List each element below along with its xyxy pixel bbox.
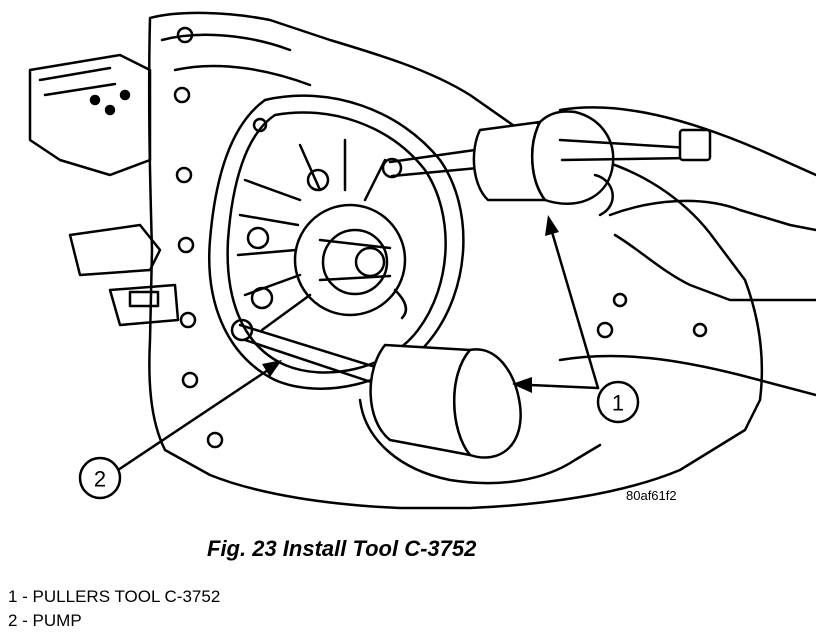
pump-installation-illustration: 1 2 bbox=[28, 11, 816, 510]
callout-2-arrowhead bbox=[262, 360, 282, 377]
puller-bolt-upper bbox=[381, 148, 480, 179]
legend-item-2: 2 - PUMP bbox=[8, 611, 82, 630]
callout-1-leaders bbox=[528, 230, 600, 390]
puller-bolt-lower bbox=[230, 318, 387, 387]
callout-1-arrowhead-upper bbox=[545, 215, 559, 236]
callout-1-number: 1 bbox=[612, 391, 624, 416]
callout-2-leader bbox=[116, 368, 270, 472]
puller-tool-upper bbox=[472, 110, 712, 217]
transmission-case bbox=[147, 11, 764, 510]
technician-hands bbox=[358, 106, 816, 485]
figure-caption: Fig. 23 Install Tool C-3752 bbox=[207, 536, 477, 561]
legend-item-1: 1 - PULLERS TOOL C-3752 bbox=[8, 587, 221, 606]
callout-1: 1 bbox=[596, 380, 640, 424]
puller-tool-lower bbox=[369, 343, 522, 459]
legend: 1 - PULLERS TOOL C-3752 2 - PUMP bbox=[8, 585, 220, 633]
valve-body-bracket bbox=[28, 53, 180, 327]
callout-2: 2 bbox=[78, 456, 122, 500]
pump bbox=[208, 94, 465, 390]
callout-1-arrowhead-lower bbox=[512, 377, 532, 393]
figure-id: 80af61f2 bbox=[626, 488, 677, 503]
callout-2-number: 2 bbox=[94, 467, 106, 492]
